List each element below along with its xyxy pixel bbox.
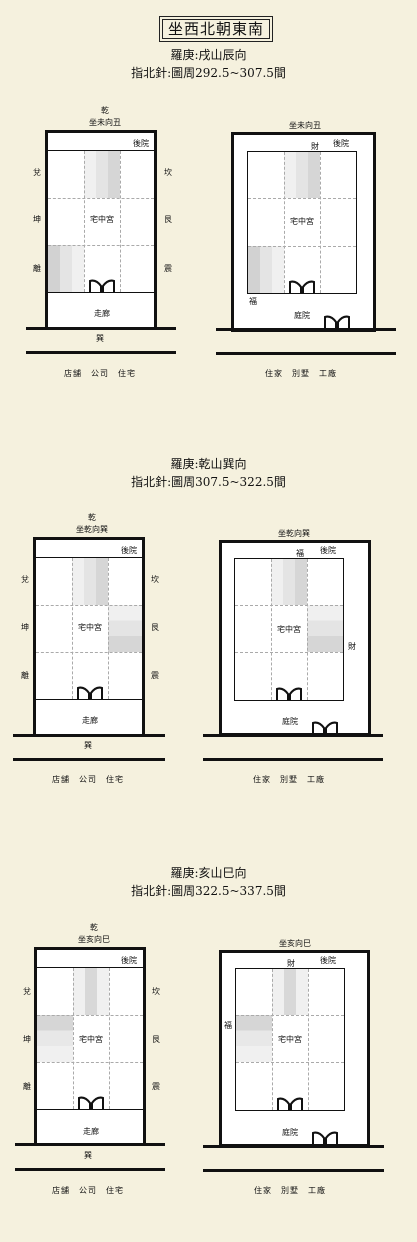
caption-home: 住家 別墅 工廠 xyxy=(265,369,337,378)
yard-label: 庭院 xyxy=(294,311,310,320)
caption-shop: 店舖 公司 住宅 xyxy=(52,775,124,784)
door-icon xyxy=(77,686,103,700)
ground-line-lower xyxy=(26,351,176,354)
cai-label: 財 xyxy=(311,142,319,151)
gate-icon xyxy=(312,1131,338,1145)
gua-dui: 兌 xyxy=(33,168,41,177)
gua-li: 離 xyxy=(21,671,29,680)
center-palace-label: 宅中宮 xyxy=(290,217,314,226)
gua-li: 離 xyxy=(33,264,41,273)
gua-dui: 兌 xyxy=(21,575,29,584)
shaded-zone-left xyxy=(48,245,84,292)
section-1-luogeng: 羅庚:戌山辰向 xyxy=(170,48,247,62)
gua-kun: 坤 xyxy=(21,623,29,632)
sitting-label: 坐亥向巳 xyxy=(279,939,311,948)
sitting-label: 坐乾向巽 xyxy=(278,529,310,538)
houyuan-label: 後院 xyxy=(133,139,149,148)
caption-shop: 店舖 公司 住宅 xyxy=(64,369,136,378)
gua-zhen: 震 xyxy=(151,671,159,680)
sitting-label: 坐未向丑 xyxy=(289,121,321,130)
section-3-luogeng: 羅庚:亥山巳向 xyxy=(170,866,247,880)
section-2-luogeng: 羅庚:乾山巽向 xyxy=(170,457,247,471)
gua-li: 離 xyxy=(23,1082,31,1091)
gua-kan: 坎 xyxy=(152,987,160,996)
gua-gen: 艮 xyxy=(152,1035,160,1044)
gua-kan: 坎 xyxy=(164,168,172,177)
center-palace-label: 宅中宮 xyxy=(78,623,102,632)
corridor-label: 走廊 xyxy=(94,309,110,318)
caption-shop: 店舖 公司 住宅 xyxy=(52,1186,124,1195)
gua-gen: 艮 xyxy=(151,623,159,632)
corridor-label: 走廊 xyxy=(83,1127,99,1136)
yard-label: 庭院 xyxy=(282,717,298,726)
page-title: 坐西北朝東南 xyxy=(159,16,273,42)
fu-label: 福 xyxy=(296,549,304,558)
gua-kun: 坤 xyxy=(23,1035,31,1044)
houyuan-label: 後院 xyxy=(320,956,336,965)
ground-line xyxy=(26,327,176,330)
ground-line-lower xyxy=(216,352,396,355)
caption-home: 住家 別墅 工廠 xyxy=(253,775,325,784)
gua-zhen: 震 xyxy=(152,1082,160,1091)
ground-line xyxy=(216,328,396,331)
sitting-label: 坐乾向巽 xyxy=(76,525,108,534)
center-palace-label: 宅中宮 xyxy=(79,1035,103,1044)
gua-kun: 坤 xyxy=(33,215,41,224)
gua-zhen: 震 xyxy=(164,264,172,273)
sitting-label: 坐未向丑 xyxy=(89,118,121,127)
center-palace-label: 宅中宮 xyxy=(278,1035,302,1044)
gua-kan: 坎 xyxy=(151,575,159,584)
top-gua-label: 乾 xyxy=(90,923,98,932)
section-2-compass: 指北針:圖周307.5~322.5間 xyxy=(131,475,286,489)
caption-home: 住家 別墅 工廠 xyxy=(254,1186,326,1195)
gua-dui: 兌 xyxy=(23,987,31,996)
section-1-compass: 指北針:圖周292.5~307.5間 xyxy=(131,66,286,80)
bottom-gua-label: 巽 xyxy=(96,334,104,343)
door-icon xyxy=(289,280,315,294)
sitting-label: 坐亥向巳 xyxy=(78,935,110,944)
gate-icon xyxy=(312,721,338,735)
fu-label: 福 xyxy=(224,1021,232,1030)
cai-label: 財 xyxy=(348,642,356,651)
corridor-label: 走廊 xyxy=(82,716,98,725)
door-icon xyxy=(277,1097,303,1111)
door-icon xyxy=(89,279,115,293)
top-gua-label: 乾 xyxy=(101,106,109,115)
gua-gen: 艮 xyxy=(164,215,172,224)
cai-label: 財 xyxy=(287,959,295,968)
gate-icon xyxy=(324,315,350,329)
houyuan-label: 後院 xyxy=(121,956,137,965)
shaded-zone-top xyxy=(84,151,120,198)
houyuan-label: 後院 xyxy=(333,139,349,148)
fu-label: 福 xyxy=(249,297,257,306)
center-palace-label: 宅中宮 xyxy=(277,625,301,634)
houyuan-label: 後院 xyxy=(121,546,137,555)
top-gua-label: 乾 xyxy=(88,513,96,522)
door-icon xyxy=(78,1096,104,1110)
yard-label: 庭院 xyxy=(282,1128,298,1137)
bottom-gua-label: 巽 xyxy=(84,1151,92,1160)
door-icon xyxy=(276,687,302,701)
bottom-gua-label: 巽 xyxy=(84,741,92,750)
houyuan-label: 後院 xyxy=(320,546,336,555)
center-palace-label: 宅中宮 xyxy=(90,215,114,224)
section-3-compass: 指北針:圖周322.5~337.5間 xyxy=(131,884,286,898)
